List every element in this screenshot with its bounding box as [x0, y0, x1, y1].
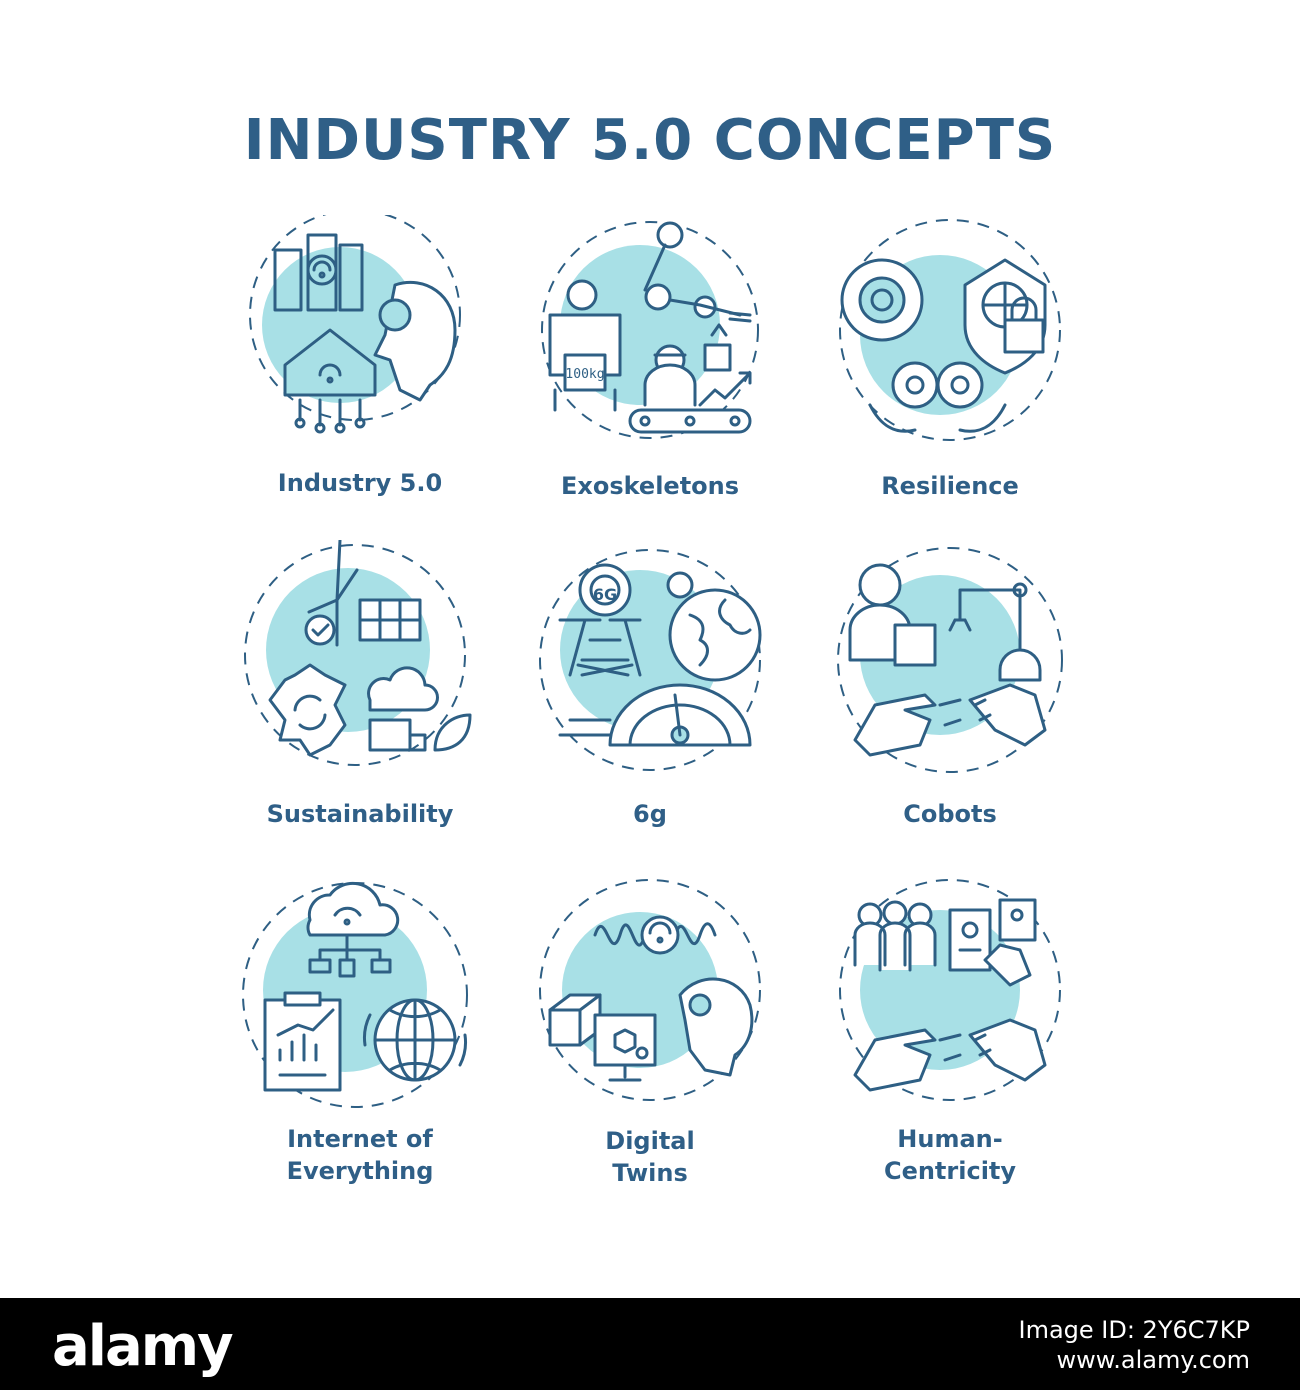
- concept-label: Internet of Everything: [286, 1125, 434, 1185]
- footer-banner: [0, 1298, 1300, 1390]
- exo-weight-text: 100kg: [565, 367, 604, 382]
- page-title: INDUSTRY 5.0 CONCEPTS: [243, 108, 1057, 173]
- shield-gears-icon: [839, 219, 1061, 441]
- sixg-text: 6G: [593, 585, 617, 604]
- concept-label: Cobots: [903, 800, 997, 828]
- concept-label: Resilience: [881, 472, 1019, 500]
- people-profile-hands-icon: [839, 879, 1061, 1101]
- smart-city-ai-icon: [249, 215, 461, 434]
- concept-label: Exoskeletons: [560, 472, 740, 500]
- cloud-network-globe-icon: [242, 881, 468, 1108]
- site-url: www.alamy.com: [1056, 1346, 1250, 1374]
- concept-label: Sustainability: [266, 800, 454, 828]
- image-id: Image ID: 2Y6C7KP: [1018, 1316, 1250, 1344]
- tower-globe-speed-icon: 6G: [539, 549, 762, 771]
- brand-logo: alamy: [52, 1314, 234, 1379]
- concept-label: 6g: [633, 800, 667, 828]
- exoskeleton-worker-icon: 100kg: [541, 221, 759, 439]
- concept-label: Industry 5.0: [277, 469, 443, 497]
- human-robot-hands-icon: [837, 547, 1063, 773]
- concept-label: Digital Twins: [605, 1127, 695, 1187]
- wind-solar-recycle-icon: [244, 540, 472, 766]
- concept-label: Human- Centricity: [883, 1125, 1017, 1185]
- wave-cube-head-icon: [539, 879, 761, 1101]
